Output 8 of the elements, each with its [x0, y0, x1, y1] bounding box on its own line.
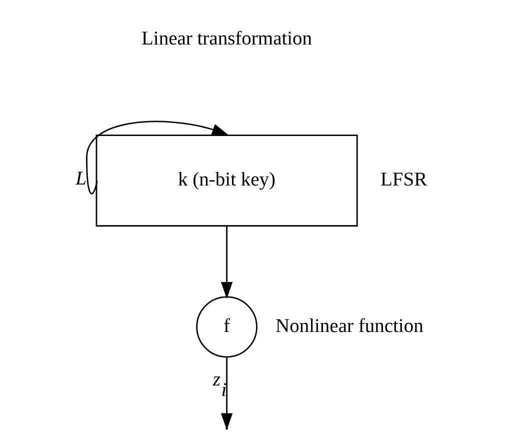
- node-label: Nonlinear function: [276, 316, 424, 338]
- arrow: [220, 226, 233, 299]
- label: Linear transformation: [142, 28, 312, 50]
- edge-label: L: [76, 168, 86, 190]
- node-circle: f: [196, 296, 258, 358]
- node-box: k (n-bit key): [96, 134, 358, 227]
- node-label: LFSR: [380, 170, 428, 191]
- arrow: [86, 120, 229, 194]
